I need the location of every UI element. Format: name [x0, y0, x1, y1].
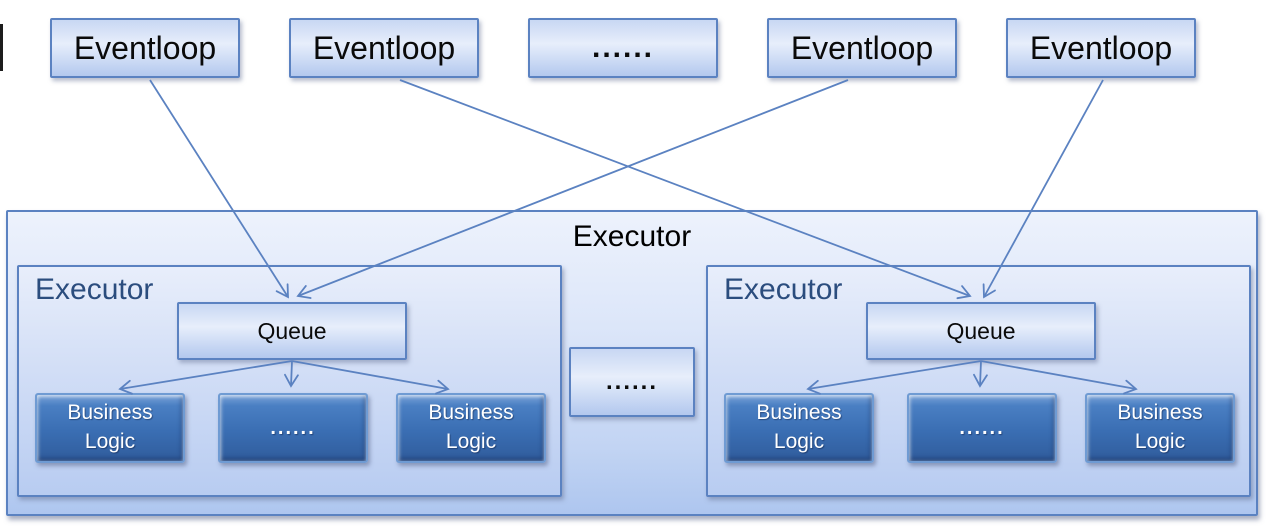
eventloop-label: Eventloop: [790, 29, 934, 66]
worker-ellipsis-box-right: ......: [907, 393, 1057, 463]
eventloop-box-4: Eventloop: [767, 18, 957, 78]
business-logic-label: Business Logic: [756, 401, 842, 453]
queue-label: Queue: [257, 317, 327, 344]
eventloop-box-1: Eventloop: [50, 18, 240, 78]
business-logic-label: Business Logic: [428, 401, 514, 453]
eventloop-label: Eventloop: [1029, 29, 1173, 66]
eventloop-label: Eventloop: [73, 29, 217, 66]
queue-box-left: Queue: [177, 302, 407, 360]
queue-label: Queue: [946, 317, 1016, 344]
eventloop-ellipsis-label: ......: [591, 31, 654, 64]
ellipsis-label: ......: [605, 368, 658, 395]
left-executor-title: Executor: [35, 273, 154, 306]
edge-artifact: [0, 24, 3, 71]
worker-ellipsis-box-left: ......: [218, 393, 368, 463]
queue-box-right: Queue: [866, 302, 1096, 360]
worker-ellipsis-label: ......: [959, 417, 1005, 439]
business-logic-label: Business Logic: [67, 401, 153, 453]
business-logic-box-left-1: Business Logic: [35, 393, 185, 463]
business-logic-box-right-2: Business Logic: [1085, 393, 1235, 463]
outer-executor-title: Executor: [572, 220, 692, 253]
business-logic-box-left-2: Business Logic: [396, 393, 546, 463]
worker-ellipsis-label: ......: [270, 417, 316, 439]
right-executor-title: Executor: [724, 273, 843, 306]
eventloop-box-5: Eventloop: [1006, 18, 1196, 78]
eventloop-ellipsis-box: ......: [528, 18, 718, 78]
eventloop-box-2: Eventloop: [289, 18, 479, 78]
business-logic-label: Business Logic: [1117, 401, 1203, 453]
between-executors-ellipsis-box: ......: [569, 347, 695, 417]
business-logic-box-right-1: Business Logic: [724, 393, 874, 463]
eventloop-label: Eventloop: [312, 29, 456, 66]
